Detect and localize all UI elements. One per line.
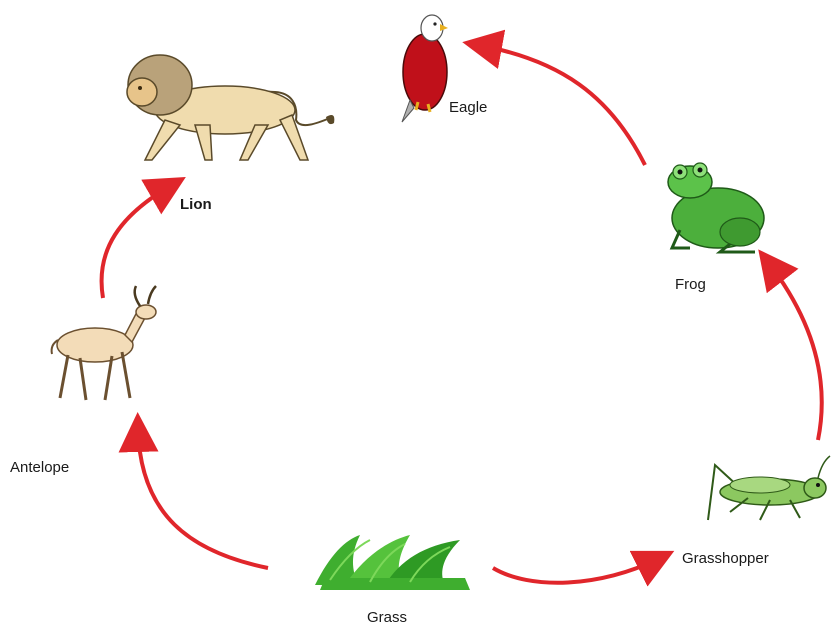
grass-illustration	[315, 535, 470, 590]
label-grass: Grass	[367, 609, 407, 626]
label-eagle: Eagle	[449, 99, 487, 116]
arrow-grass-to-grasshopper	[493, 558, 660, 583]
antelope-illustration	[52, 286, 156, 400]
frog-illustration	[668, 163, 764, 252]
arrow-antelope-to-lion	[102, 185, 172, 298]
arrow-grass-to-antelope	[138, 428, 268, 568]
label-frog: Frog	[675, 276, 706, 293]
label-grasshopper: Grasshopper	[682, 550, 769, 567]
grasshopper-illustration	[708, 456, 830, 520]
arrow-frog-to-eagle	[478, 45, 645, 165]
eagle-illustration	[402, 15, 448, 122]
arrow-grasshopper-to-frog	[768, 262, 822, 440]
label-antelope: Antelope	[10, 459, 69, 476]
label-lion: Lion	[180, 196, 212, 213]
lion-illustration	[127, 55, 334, 160]
